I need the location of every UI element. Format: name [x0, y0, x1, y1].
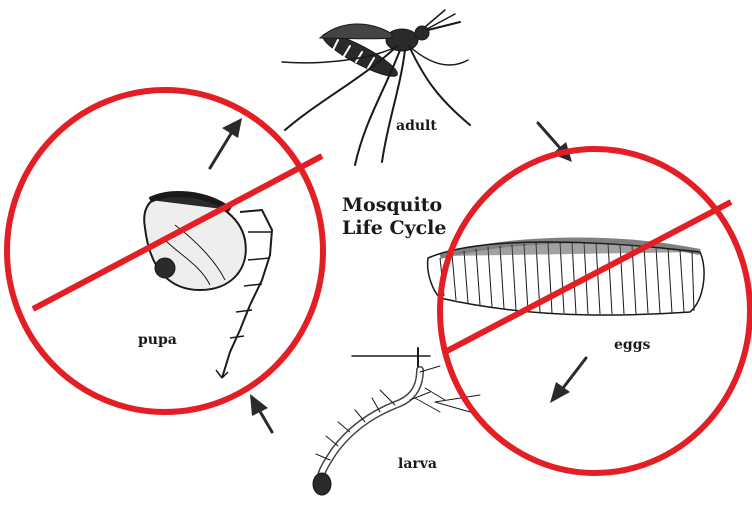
stage-label-adult: adult	[396, 118, 437, 134]
arrow-larva-to-pupa	[250, 394, 272, 432]
stage-label-pupa: pupa	[138, 332, 177, 348]
arrow-eggs-to-larva	[550, 358, 586, 403]
diagram-title-line2: Life Cycle	[342, 217, 447, 239]
larva-icon	[313, 348, 480, 495]
mosquito-adult-icon	[282, 10, 470, 165]
stage-label-larva: larva	[398, 456, 437, 472]
arrow-pupa-to-adult	[210, 118, 242, 168]
egg-raft-icon	[428, 240, 704, 315]
stage-label-eggs: eggs	[614, 337, 650, 353]
pupa-icon	[144, 194, 272, 378]
diagram-title-line1: Mosquito	[342, 194, 442, 216]
